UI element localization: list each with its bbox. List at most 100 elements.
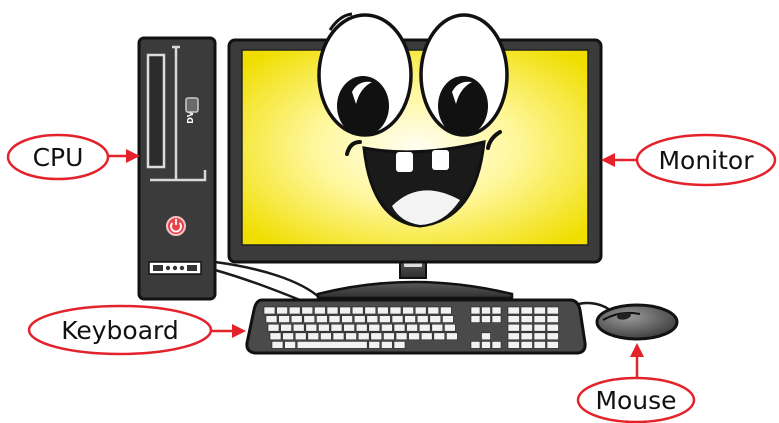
keyboard-key: [534, 333, 546, 340]
keyboard-key: [342, 316, 353, 323]
keyboard-key: [392, 316, 403, 323]
keyboard-key: [283, 333, 294, 340]
keyboard-key: [302, 307, 313, 314]
keyboard-key: [318, 324, 329, 331]
keyboard-key: [289, 307, 300, 314]
keyboard-key: [333, 333, 344, 340]
arrow-to-keyboard: [211, 324, 246, 338]
keyboard-key: [521, 307, 533, 314]
monitor: [229, 14, 601, 298]
keyboard-key: [314, 307, 325, 314]
keyboard-key: [508, 333, 520, 340]
keyboard-key: [268, 324, 279, 331]
keyboard-key: [344, 324, 355, 331]
cpu-label-text: CPU: [33, 143, 84, 172]
keyboard-key: [371, 333, 382, 340]
keyboard-key: [352, 307, 363, 314]
keyboard-label: Keyboard: [29, 306, 211, 354]
keyboard-key: [403, 307, 414, 314]
keyboard-key: [367, 316, 378, 323]
keyboard-key: [320, 333, 331, 340]
keyboard-key: [331, 324, 342, 331]
keyboard-key: [534, 316, 546, 323]
keyboard-key: [419, 324, 430, 331]
keyboard-key: [534, 324, 546, 331]
keyboard-key: [329, 316, 340, 323]
keyboard-key: [521, 341, 533, 348]
keyboard-key: [340, 307, 351, 314]
keyboard-key: [534, 307, 546, 314]
keyboard-key: [304, 316, 315, 323]
keyboard-key: [354, 316, 365, 323]
keyboard-key: [306, 324, 317, 331]
keyboard-key: [434, 333, 445, 340]
keyboard-key: [442, 316, 453, 323]
keyboard-key: [446, 333, 457, 340]
keyboard-key: [407, 324, 418, 331]
keyboard-key: [281, 324, 292, 331]
monitor-label: Monitor: [637, 135, 775, 185]
keyboard-key: [308, 333, 319, 340]
keyboard-key: [270, 333, 281, 340]
keyboard-key: [482, 307, 491, 314]
keyboard-key: [440, 307, 451, 314]
monitor-label-text: Monitor: [658, 146, 754, 175]
keyboard-key: [508, 307, 520, 314]
keyboard-key: [547, 341, 559, 348]
keyboard-key: [379, 316, 390, 323]
keyboard-key: [508, 316, 520, 323]
keyboard-key: [521, 324, 533, 331]
keyboard-key: [279, 316, 290, 323]
keyboard-key: [428, 307, 439, 314]
keyboard-key: [471, 307, 480, 314]
keyboard-key: [381, 324, 392, 331]
keyboard-key: [264, 307, 275, 314]
arrow-to-mouse: [630, 343, 644, 378]
keyboard-key: [508, 341, 520, 348]
keyboard-key: [492, 316, 501, 323]
keyboard-key: [295, 333, 306, 340]
keyboard-key: [444, 324, 455, 331]
keyboard-key: [471, 316, 480, 323]
keyboard-key: [369, 324, 380, 331]
keyboard-key: [471, 341, 480, 348]
arrow-to-cpu: [108, 149, 140, 163]
keyboard-key: [383, 333, 394, 340]
keyboard-key: [415, 307, 426, 314]
keyboard-key: [297, 341, 367, 348]
keyboard-key: [482, 333, 491, 340]
keyboard-key: [492, 307, 501, 314]
keyboard-key: [266, 316, 277, 323]
keyboard-key: [291, 316, 302, 323]
keyboard-key: [482, 341, 491, 348]
keyboard-key: [346, 333, 357, 340]
keyboard-key: [482, 316, 491, 323]
keyboard-label-text: Keyboard: [61, 316, 179, 345]
keyboard-key: [417, 316, 428, 323]
keyboard-key: [396, 333, 407, 340]
keyboard-key: [421, 333, 432, 340]
keyboard-key: [381, 341, 392, 348]
keyboard-key: [277, 307, 288, 314]
keyboard-key: [547, 324, 559, 331]
keyboard-key: [534, 341, 546, 348]
keyboard-key: [358, 333, 369, 340]
cpu-label: CPU: [8, 135, 108, 179]
keyboard-key: [356, 324, 367, 331]
keyboard-key: [377, 307, 388, 314]
keyboard-key: [369, 341, 380, 348]
keyboard-key: [492, 341, 501, 348]
mouse: [597, 305, 677, 339]
keyboard-key: [432, 324, 443, 331]
keyboard-key: [394, 341, 405, 348]
keyboard-key: [409, 333, 420, 340]
keyboard-key: [272, 341, 283, 348]
keyboard-key: [327, 307, 338, 314]
keyboard-key: [547, 307, 559, 314]
card-reader: [186, 98, 198, 112]
power-button-icon: [167, 217, 185, 235]
keyboard-key: [365, 307, 376, 314]
keyboard-key: [547, 316, 559, 323]
keyboard-key: [547, 333, 559, 340]
keyboard: [247, 300, 585, 353]
